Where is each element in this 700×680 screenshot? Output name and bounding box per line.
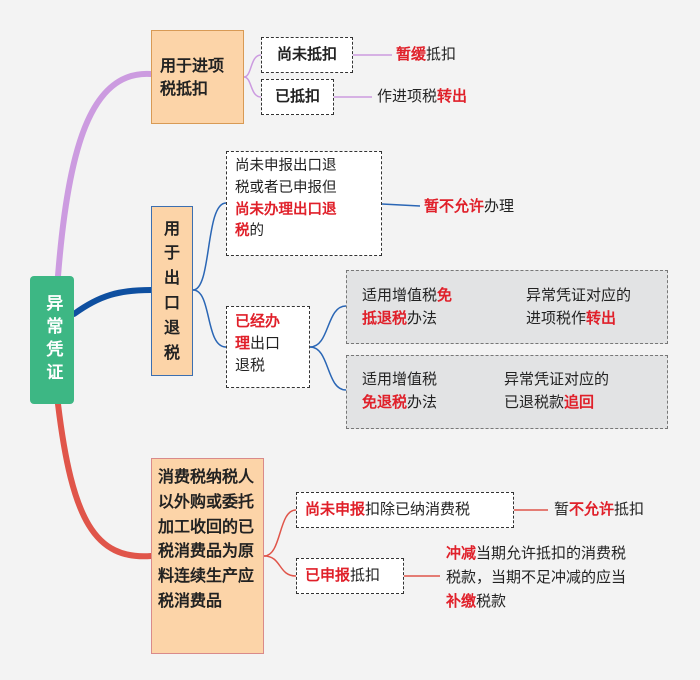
refund-method: 适用增值税 免退税办法 <box>362 370 438 411</box>
result-offset-repay: 冲减当期允许抵扣的消费税 税款，当期不足冲减的应当 补缴税款 <box>446 544 627 610</box>
category-input-tax-deduction: 用于进项税抵扣 <box>151 30 244 124</box>
node-refund-processed: 已经办 理出口 退税 <box>226 306 310 388</box>
category-export-refund: 用于出口退税 <box>151 206 193 376</box>
root-node: 异常凭证 <box>30 276 74 404</box>
node-deducted: 已抵扣 <box>261 79 334 115</box>
category-label: 用于进项税抵扣 <box>160 55 225 98</box>
branch1-connector <box>55 70 154 279</box>
result-transfer-out: 作进项税转出 <box>377 87 468 105</box>
exempt-result: 异常凭证对应的 进项税作转出 <box>526 286 632 327</box>
node-not-deducted: 尚未抵扣 <box>261 37 353 73</box>
panel-exempt-credit-refund <box>346 270 668 344</box>
category-consumption-tax: 消费税纳税人以外购或委托加工收回的已税消费品为原料连续生产应税消费品 <box>151 458 264 654</box>
panel-exempt-refund <box>346 355 668 429</box>
refund-result: 异常凭证对应的 已退税款追回 <box>504 370 610 411</box>
exempt-method: 适用增值税免 抵退税办法 <box>362 286 453 327</box>
node-not-yet-refunded: 尚未申报出口退 税或者已申报但 尚未办理出口退 税的 <box>226 151 382 256</box>
node-declared: 已申报抵扣 <box>296 558 404 594</box>
category-label: 用于出口退税 <box>163 218 180 362</box>
category-label: 消费税纳税人以外购或委托加工收回的已税消费品为原料连续生产应税消费品 <box>158 467 255 610</box>
node-not-yet-declared: 尚未申报扣除已纳消费税 <box>296 492 514 528</box>
result-not-allowed-deduct: 暂不允许抵扣 <box>554 500 645 518</box>
result-suspend-deduction: 暂缓抵扣 <box>396 45 457 63</box>
branch2-connector <box>71 287 154 317</box>
result-not-allowed: 暂不允许办理 <box>424 197 515 215</box>
branch3-connector <box>55 401 154 560</box>
